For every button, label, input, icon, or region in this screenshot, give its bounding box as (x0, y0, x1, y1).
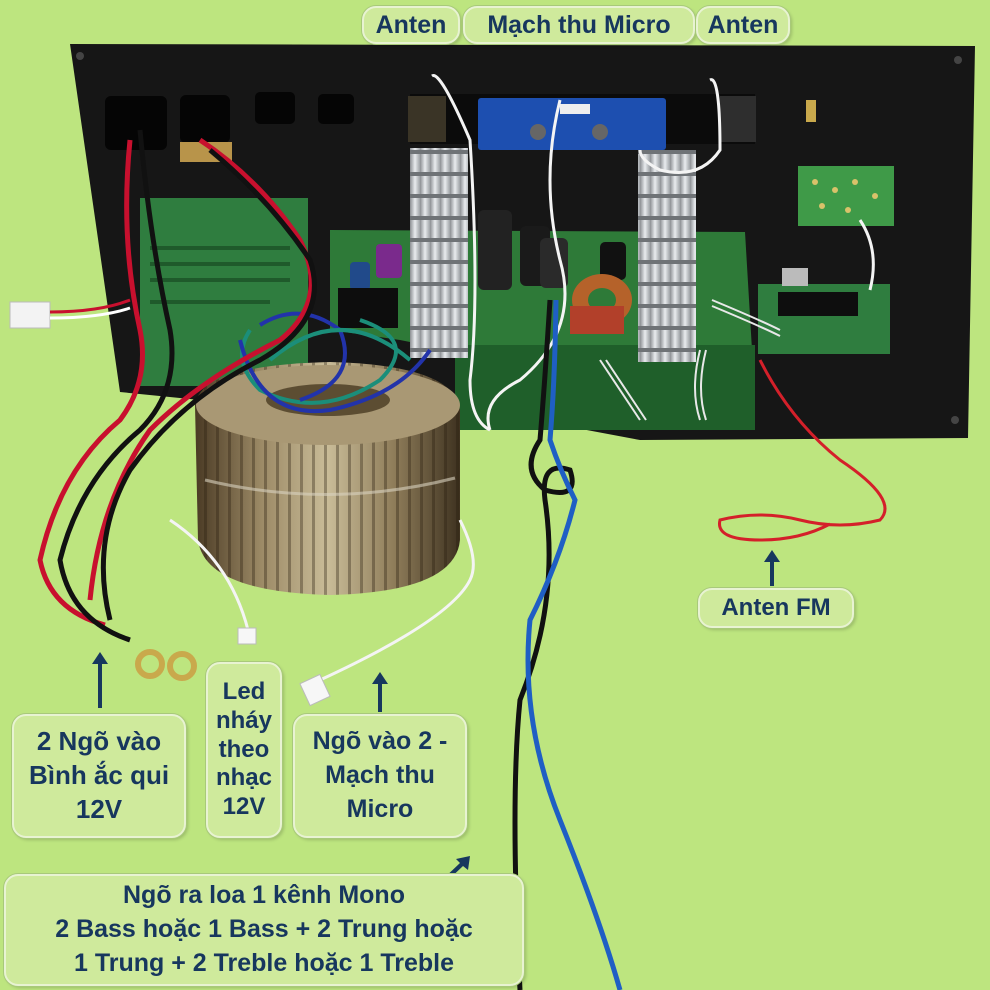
battery-inputs-label: 2 Ngõ vào Bình ắc qui 12V (12, 714, 186, 838)
mic-receiver-label: Mạch thu Micro (463, 6, 695, 44)
antenna-left-label: Anten (362, 6, 460, 44)
arrow-up-icon (372, 672, 388, 712)
arrow-up-icon (92, 652, 108, 708)
antenna-right-label: Anten (696, 6, 790, 44)
input2-mic-label: Ngõ vào 2 - Mạch thu Micro (293, 714, 467, 838)
arrow-up-icon (764, 550, 780, 586)
fm-antenna-label: Anten FM (698, 588, 854, 628)
led-label: Led nháy theo nhạc 12V (206, 662, 282, 838)
speaker-output-label: Ngõ ra loa 1 kênh Mono 2 Bass hoặc 1 Bas… (4, 874, 524, 986)
